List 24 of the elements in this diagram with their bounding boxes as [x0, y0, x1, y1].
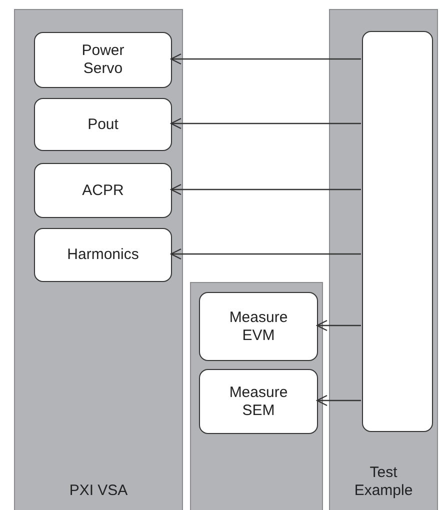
process-box [34, 163, 172, 218]
column-panel [14, 9, 183, 510]
empty-box [362, 31, 433, 432]
process-box [199, 369, 318, 434]
process-box [34, 98, 172, 151]
arrow [170, 184, 361, 196]
column-label: PXI VSA [68, 482, 129, 500]
arrow [170, 53, 361, 65]
process-box [34, 32, 172, 88]
box-label: Measure EVM [228, 308, 289, 344]
arrow [316, 394, 361, 406]
process-box [199, 292, 318, 361]
box-label: Measure SEM [228, 384, 289, 420]
arrow [316, 320, 361, 332]
box-label: Harmonics [67, 246, 139, 264]
arrow [170, 118, 361, 130]
process-box [34, 228, 172, 282]
column-label: Test Example [353, 464, 414, 500]
arrow [170, 248, 361, 260]
box-label: ACPR [82, 182, 124, 200]
box-label: Pout [88, 116, 118, 134]
box-label: Power Servo [80, 42, 126, 78]
column-panel [329, 9, 438, 510]
column-panel [190, 282, 323, 510]
